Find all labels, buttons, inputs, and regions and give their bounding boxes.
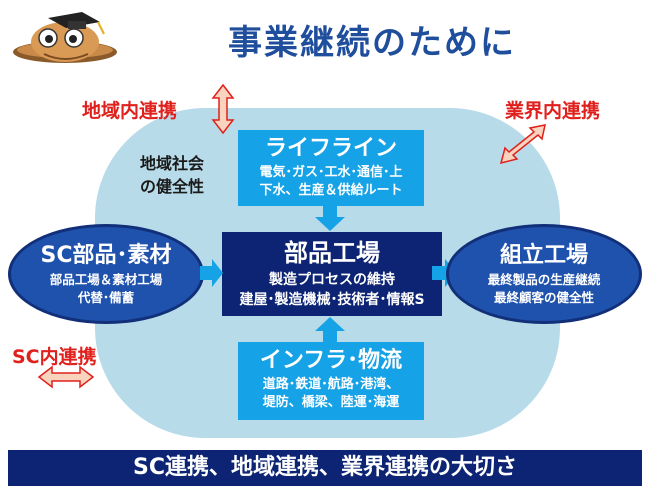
lifeline-line-1: 電気･ガス･工水･通信･上 xyxy=(259,165,403,180)
infrastructure-line-1: 道路･鉄道･航路･港湾、 xyxy=(262,377,400,392)
parts-factory-line-2: 建屋･製造機械･技術者･情報S xyxy=(239,292,425,308)
lifeline-line-2: 下水、生産＆供給ルート xyxy=(259,183,403,198)
regional-collaboration-label: 地域内連携 xyxy=(82,100,178,122)
parts-factory-box: 部品工場 製造プロセスの維持 建屋･製造機械･技術者･情報S xyxy=(222,232,442,316)
sc-parts-oval: SC部品･素材 部品工場＆素材工場 代替･備蓄 xyxy=(8,224,204,324)
community-line-1: 地域社会 xyxy=(140,154,205,173)
infrastructure-box: インフラ･物流 道路･鉄道･航路･港湾、 堤防、橋梁、陸運･海運 xyxy=(238,342,424,420)
infrastructure-heading: インフラ･物流 xyxy=(259,348,403,373)
industry-collaboration-label: 業界内連携 xyxy=(505,100,601,122)
flow-arrow-icon xyxy=(315,206,345,231)
sc-parts-line-1: 部品工場＆素材工場 xyxy=(49,272,163,287)
assembly-line-2: 最終顧客の健全性 xyxy=(493,290,594,305)
assembly-heading: 組立工場 xyxy=(499,243,588,268)
lifeline-box: ライフライン 電気･ガス･工水･通信･上 下水、生産＆供給ルート xyxy=(238,130,424,206)
community-health-label: 地域社会 の健全性 xyxy=(140,152,204,198)
parts-factory-heading: 部品工場 xyxy=(284,239,380,267)
flow-arrow-icon xyxy=(200,259,223,287)
page-title: 事業継続のために xyxy=(228,23,516,63)
sc-parts-line-2: 代替･備蓄 xyxy=(77,290,135,305)
parts-factory-line-1: 製造プロセスの維持 xyxy=(269,272,395,288)
mascot-icon xyxy=(13,12,117,63)
community-line-2: の健全性 xyxy=(140,177,205,196)
double-arrow-icon xyxy=(37,365,95,389)
infrastructure-line-2: 堤防、橋梁、陸運･海運 xyxy=(262,395,400,410)
double-arrow-icon xyxy=(211,83,235,135)
sc-collaboration-label: SC内連携 xyxy=(12,346,97,368)
flow-arrow-icon xyxy=(315,317,345,342)
sc-parts-heading: SC部品･素材 xyxy=(40,243,172,268)
lifeline-heading: ライフライン xyxy=(264,136,397,161)
assembly-line-1: 最終製品の生産継続 xyxy=(487,272,601,287)
double-arrow-icon xyxy=(499,124,546,165)
assembly-plant-oval: 組立工場 最終製品の生産継続 最終顧客の健全性 xyxy=(446,224,642,324)
footer-banner: SC連携、地域連携、業界連携の大切さ xyxy=(8,450,642,486)
